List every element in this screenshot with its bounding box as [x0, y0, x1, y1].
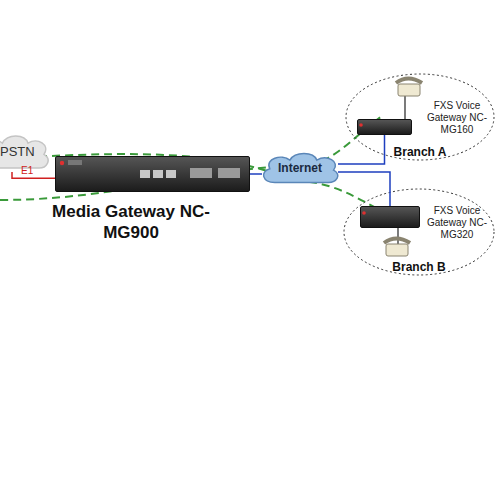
- cloud-shape: [258, 150, 342, 186]
- status-led: [362, 211, 366, 215]
- site-boundary: [346, 74, 494, 160]
- network-link: [338, 172, 390, 206]
- node-label: Branch B: [383, 260, 455, 274]
- network-link: [338, 135, 385, 164]
- branch-site: Branch A FXS Voice Gateway NC-MG160: [345, 73, 495, 161]
- internet-cloud: Internet: [258, 150, 342, 186]
- fxs-gateway: FXS Voice Gateway NC-MG320: [360, 206, 420, 228]
- node-label: Branch A: [383, 145, 457, 159]
- node-label: FXS Voice Gateway NC-MG160: [424, 100, 490, 136]
- network-link: [12, 172, 55, 178]
- status-led: [359, 123, 363, 127]
- network-port: [153, 170, 163, 178]
- telephone-handset: [384, 239, 410, 244]
- node-label: Internet: [258, 161, 342, 175]
- fxs-gateway: FXS Voice Gateway NC-MG160: [357, 119, 412, 135]
- network-link: [250, 173, 262, 175]
- node-label: Media Gateway NC-MG900: [46, 201, 216, 243]
- voice-path: [0, 116, 382, 200]
- ellipse-shape: [345, 73, 495, 161]
- node-label: FXS Voice Gateway NC-MG320: [424, 205, 490, 241]
- cloud-outline: [264, 154, 338, 183]
- cloud-outline: [0, 136, 48, 168]
- link-label: E1: [21, 165, 33, 176]
- telephone: [386, 244, 408, 256]
- status-led: [60, 161, 64, 165]
- module-slot: [190, 168, 212, 178]
- module-slot: [218, 168, 240, 178]
- network-port: [166, 170, 176, 178]
- site-boundary: [344, 189, 494, 275]
- telephone: [398, 84, 420, 96]
- telephone-handset: [396, 79, 422, 84]
- phone-cord: [404, 96, 405, 119]
- ellipse-shape: [343, 188, 495, 276]
- phone-cord: [397, 228, 398, 244]
- node-label: PSTN: [0, 144, 60, 159]
- media-gateway: Media Gateway NC-MG900: [55, 156, 250, 192]
- front-panel: [68, 160, 82, 165]
- network-port: [140, 170, 150, 178]
- branch-site: Branch B FXS Voice Gateway NC-MG320: [343, 188, 495, 276]
- voice-path: [0, 154, 384, 212]
